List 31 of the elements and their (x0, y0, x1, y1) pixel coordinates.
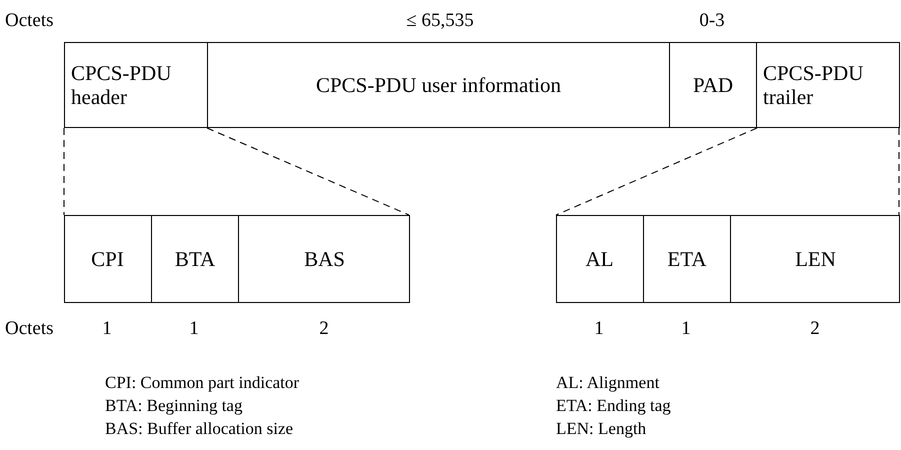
size-label: 1 (189, 318, 199, 340)
subfield: LEN (730, 215, 900, 303)
pdu-field: CPCS-PDU header (64, 42, 208, 128)
abbreviation-note: BTA: Beginning tag (105, 396, 242, 416)
size-label: 1 (102, 318, 112, 340)
abbreviation-note: CPI: Common part indicator (105, 373, 300, 393)
size-label: 1 (681, 318, 691, 340)
subfield: CPI (64, 215, 151, 303)
field-row-box (64, 215, 410, 303)
dashed-expansion-line (206, 128, 410, 216)
abbreviation-note: ETA: Ending tag (556, 396, 671, 416)
size-label: 2 (319, 318, 329, 340)
size-label: 1 (594, 318, 604, 340)
unit-label: Octets (5, 10, 54, 32)
size-label: 2 (810, 318, 820, 340)
subfield: ETA (643, 215, 730, 303)
dashed-expansion-line (556, 128, 758, 216)
abbreviation-note: AL: Alignment (556, 373, 660, 393)
subfield: BTA (151, 215, 238, 303)
pdu-field: CPCS-PDU user information (208, 42, 670, 128)
abbreviation-note: BAS: Buffer allocation size (105, 419, 294, 439)
unit-label: Octets (5, 318, 54, 340)
abbreviation-note: LEN: Length (556, 419, 646, 439)
pdu-field: CPCS-PDU trailer (757, 42, 900, 128)
size-label: ≤ 65,535 (406, 10, 474, 32)
subfield: AL (556, 215, 643, 303)
subfield: BAS (238, 215, 410, 303)
field-row-box (556, 215, 900, 303)
dashed-expansion-line (898, 128, 900, 216)
pdu-field: PAD (670, 42, 757, 128)
size-label: 0-3 (699, 10, 725, 32)
